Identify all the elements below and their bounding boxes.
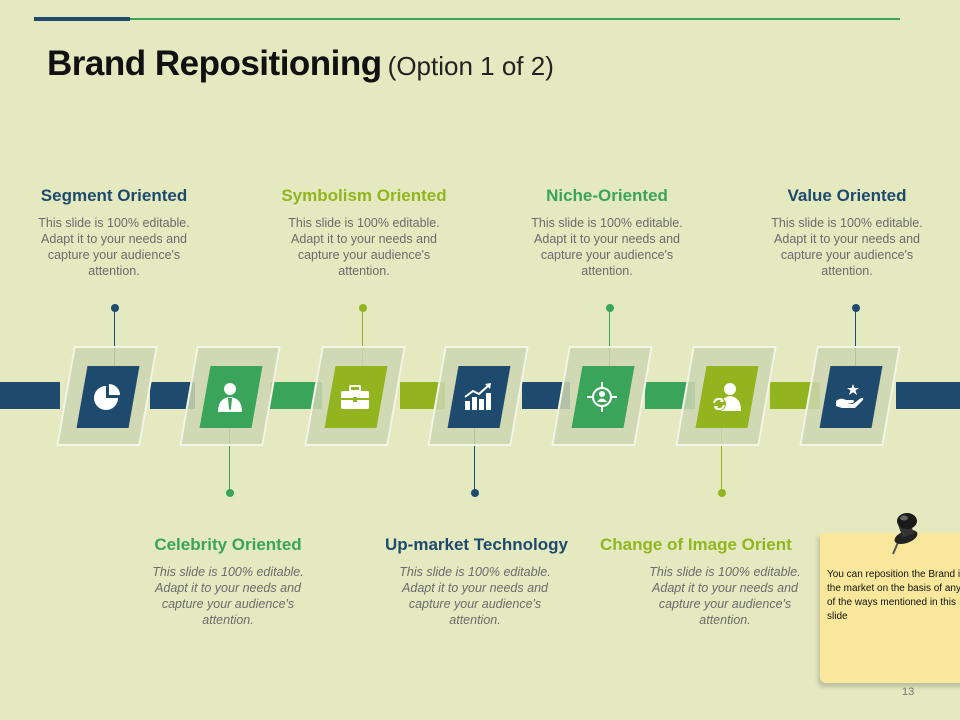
title-main: Brand Repositioning [47,44,382,83]
item-description: This slide is 100% editable. Adapt it to… [649,565,801,627]
item-description: This slide is 100% editable. Adapt it to… [152,565,304,627]
pie-chart-icon [84,374,130,420]
item-heading: Celebrity Oriented [154,535,302,554]
briefcase-icon [332,374,378,420]
item-value-oriented: Value Oriented This slide is 100% editab… [757,186,937,279]
item-description: This slide is 100% editable. Adapt it to… [771,216,923,278]
item-description: This slide is 100% editable. Adapt it to… [531,216,683,278]
item-description: This slide is 100% editable. Adapt it to… [288,216,440,278]
connector-dot [471,489,479,497]
connector-dot [359,304,367,312]
item-heading: Value Oriented [787,186,907,205]
item-symbolism-oriented: Symbolism Oriented This slide is 100% ed… [274,186,454,279]
item-description: This slide is 100% editable. Adapt it to… [38,216,190,278]
item-segment-oriented: Segment Oriented This slide is 100% edit… [24,186,204,279]
item-heading: Change of Image Orient [600,535,792,554]
item-celebrity-oriented: Celebrity Oriented This slide is 100% ed… [138,535,318,628]
band-segment [896,382,960,409]
pushpin-icon [886,510,920,558]
item-niche-oriented: Niche-Oriented This slide is 100% editab… [517,186,697,279]
connector-line [229,428,230,492]
item-heading: Niche-Oriented [546,186,668,205]
connector-dot [718,489,726,497]
item-heading: Segment Oriented [40,186,188,205]
title-subtitle: (Option 1 of 2) [387,51,554,81]
band-segment [0,382,60,409]
connector-line [362,309,363,367]
connector-line [609,309,610,367]
businessman-icon [207,374,253,420]
connector-line [474,428,475,492]
connector-dot [606,304,614,312]
item-up-market-technology: Up-market Technology This slide is 100% … [385,535,568,628]
slide-title: Brand Repositioning(Option 1 of 2) [47,44,554,84]
sticky-note: You can reposition the Brand in the mark… [820,533,960,683]
target-person-icon [579,374,625,420]
item-change-of-image: Change of Image Orient This slide is 100… [600,535,850,628]
top-rule-dark [34,17,130,21]
item-heading: Up-market Technology [385,535,568,554]
bar-chart-growth-icon [455,374,501,420]
page-number: 13 [902,686,915,698]
hand-star-icon [827,374,873,420]
connector-dot [226,489,234,497]
item-heading: Symbolism Oriented [281,186,447,205]
connector-dot [852,304,860,312]
connector-dot [111,304,119,312]
connector-line [721,428,722,492]
top-rule-light [130,18,900,20]
connector-line [855,309,856,367]
sticky-note-text: You can reposition the Brand in the mark… [827,569,960,622]
person-refresh-icon [703,374,749,420]
item-description: This slide is 100% editable. Adapt it to… [399,565,551,627]
connector-line [114,309,115,367]
